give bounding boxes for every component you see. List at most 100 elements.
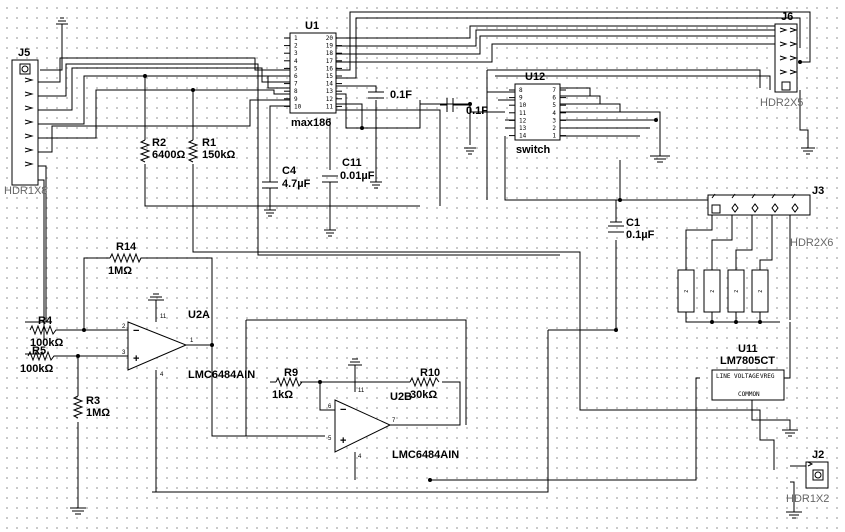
- u1-pin-2: 2: [294, 43, 298, 50]
- ground-icon: [56, 17, 68, 25]
- opamp-u2b: − + 6 5 7 11 4 U2B LMC6484AIN: [328, 388, 459, 461]
- ground-icon: [464, 147, 476, 155]
- capacitor-0p1f-right: 0.1F: [368, 89, 412, 101]
- j6-value-label: HDR2X5: [760, 97, 803, 109]
- u12-pin-11: 11: [519, 110, 527, 117]
- capacitor-c1: C1 0.1µF: [608, 217, 655, 241]
- u1-pin-6: 6: [294, 73, 298, 80]
- r14-ref-label: R14: [116, 241, 137, 253]
- u12-pin-9: 9: [519, 95, 523, 102]
- header-j3: J3 HDR2X6: [707, 185, 833, 249]
- opamp-u2a: − + 2 3 1 11 4 U2A LMC6484AIN: [122, 309, 255, 381]
- u1-pin-3: 3: [294, 50, 298, 57]
- capacitors: C4 4.7µF C1 1 0.01µF 0.1F 0.1F C1 0.1µF: [262, 89, 655, 241]
- ground-icon: [324, 229, 336, 237]
- r1-ref-label: R1: [202, 137, 216, 149]
- c11-value-label: 0.01µF: [340, 170, 375, 182]
- u1-ref-label: U1: [305, 20, 319, 32]
- resistor-r4: R4 100kΩ: [29, 315, 63, 349]
- u2b-pin-6: 6: [328, 404, 332, 410]
- u12-pin-1: 1: [552, 133, 556, 140]
- c4-ref-label: C4: [282, 165, 297, 177]
- capacitor-0p1f-mid: 0.1F: [440, 98, 488, 117]
- r9-value-label: 1kΩ: [272, 389, 293, 401]
- u12-pin-2: 2: [552, 125, 556, 132]
- resistors: R1 150kΩ R2 6400Ω R14 1MΩ R4 100kΩ R5 10…: [20, 137, 440, 419]
- j3-ref-label: J3: [812, 185, 824, 197]
- u1-pin-10: 10: [294, 103, 302, 110]
- resistor-r2: R2 6400Ω: [139, 137, 185, 163]
- c4-value-label: 4.7µF: [282, 178, 311, 190]
- u1-pin-12: 12: [326, 96, 334, 103]
- r10-value-label: 30kΩ: [410, 389, 437, 401]
- j2-value-label: HDR1X2: [786, 493, 829, 505]
- u1-value-label: max186: [291, 117, 331, 129]
- r2-ref-label: R2: [152, 137, 166, 149]
- u12-value-label: switch: [516, 144, 551, 156]
- u12-pin-4: 4: [552, 110, 556, 117]
- u12-ref-label: U12: [525, 71, 545, 83]
- j5-ref-label: J5: [18, 47, 30, 59]
- r3-ref-label: R3: [86, 395, 100, 407]
- cap-0p1f-mid-value: 0.1F: [466, 105, 488, 117]
- u1-pin-5: 5: [294, 65, 298, 72]
- u2b-minus-sign: −: [340, 404, 346, 416]
- u1-pin-9: 9: [294, 96, 298, 103]
- ground-symbols: [56, 17, 815, 519]
- r4-ref-label: R4: [38, 315, 53, 327]
- u1-pin-15: 15: [326, 73, 334, 80]
- r10-ref-label: R10: [420, 367, 440, 379]
- u2b-pin-11: 11: [358, 388, 365, 394]
- resistor-r14: R14 1MΩ: [108, 241, 151, 277]
- u2b-plus-sign: +: [340, 435, 346, 447]
- resistor-r10: R10 30kΩ: [409, 367, 440, 401]
- relay-3-label: z: [733, 289, 740, 293]
- u2a-minus-sign: −: [133, 325, 139, 337]
- resistor-r5: R5 100kΩ: [20, 345, 60, 375]
- relay-1-label: z: [683, 289, 690, 293]
- u11-value-label: LM7805CT: [720, 355, 775, 367]
- u2a-pin-2: 2: [122, 324, 126, 330]
- ground-icon: [650, 155, 670, 163]
- ground-icon: [264, 209, 276, 217]
- j2-ref-label: J2: [812, 449, 824, 461]
- u2b-value-label: LMC6484AIN: [392, 449, 459, 461]
- resistor-r1: R1 150kΩ: [187, 137, 235, 163]
- u2a-value-label: LMC6484AIN: [188, 369, 255, 381]
- u1-pin-11: 11: [326, 103, 334, 110]
- r5-value-label: 100kΩ: [20, 363, 53, 375]
- j3-value-label: HDR2X6: [790, 237, 833, 249]
- capacitor-c4: C4 4.7µF: [262, 165, 311, 194]
- u1-pin-4: 4: [294, 58, 298, 65]
- r1-value-label: 150kΩ: [202, 149, 235, 161]
- r4-value-label: 100kΩ: [30, 337, 63, 349]
- header-j2: J2 HDR1X2: [786, 449, 829, 505]
- u2a-pin-3: 3: [122, 350, 126, 356]
- r2-value-label: 6400Ω: [152, 149, 185, 161]
- c1-ref-label: C1: [626, 217, 640, 229]
- u1-pin-14: 14: [326, 81, 334, 88]
- resistor-r3: R3 1MΩ: [72, 395, 110, 419]
- u11-pin-common-label: COMMON: [738, 391, 760, 398]
- u2a-ref-label: U2A: [188, 309, 210, 321]
- wires: [25, 11, 811, 512]
- relay-3: z: [727, 269, 745, 313]
- regulator-u11: U11 LM7805CT LINE VOLTAGE VREG COMMON: [711, 343, 785, 401]
- u2b-ref-label: U2B: [390, 391, 412, 403]
- u12-pin-5: 5: [552, 102, 556, 109]
- u2a-plus-sign: +: [133, 353, 139, 365]
- ground-icon: [370, 181, 382, 189]
- j6-ref-label: J6: [781, 11, 793, 23]
- relay-block: z z z z: [677, 269, 769, 313]
- r14-value-label: 1MΩ: [108, 265, 132, 277]
- u2b-pin-4: 4: [358, 454, 362, 460]
- u1-pin-7: 7: [294, 81, 298, 88]
- u11-ref-label: U11: [738, 343, 758, 355]
- u1-pin-20: 20: [326, 35, 334, 42]
- u1-pin-19: 19: [326, 43, 334, 50]
- ground-icon: [786, 511, 802, 519]
- r5-ref-label: R5: [32, 345, 46, 357]
- relay-1: z: [677, 269, 695, 313]
- ground-icon: [348, 358, 362, 366]
